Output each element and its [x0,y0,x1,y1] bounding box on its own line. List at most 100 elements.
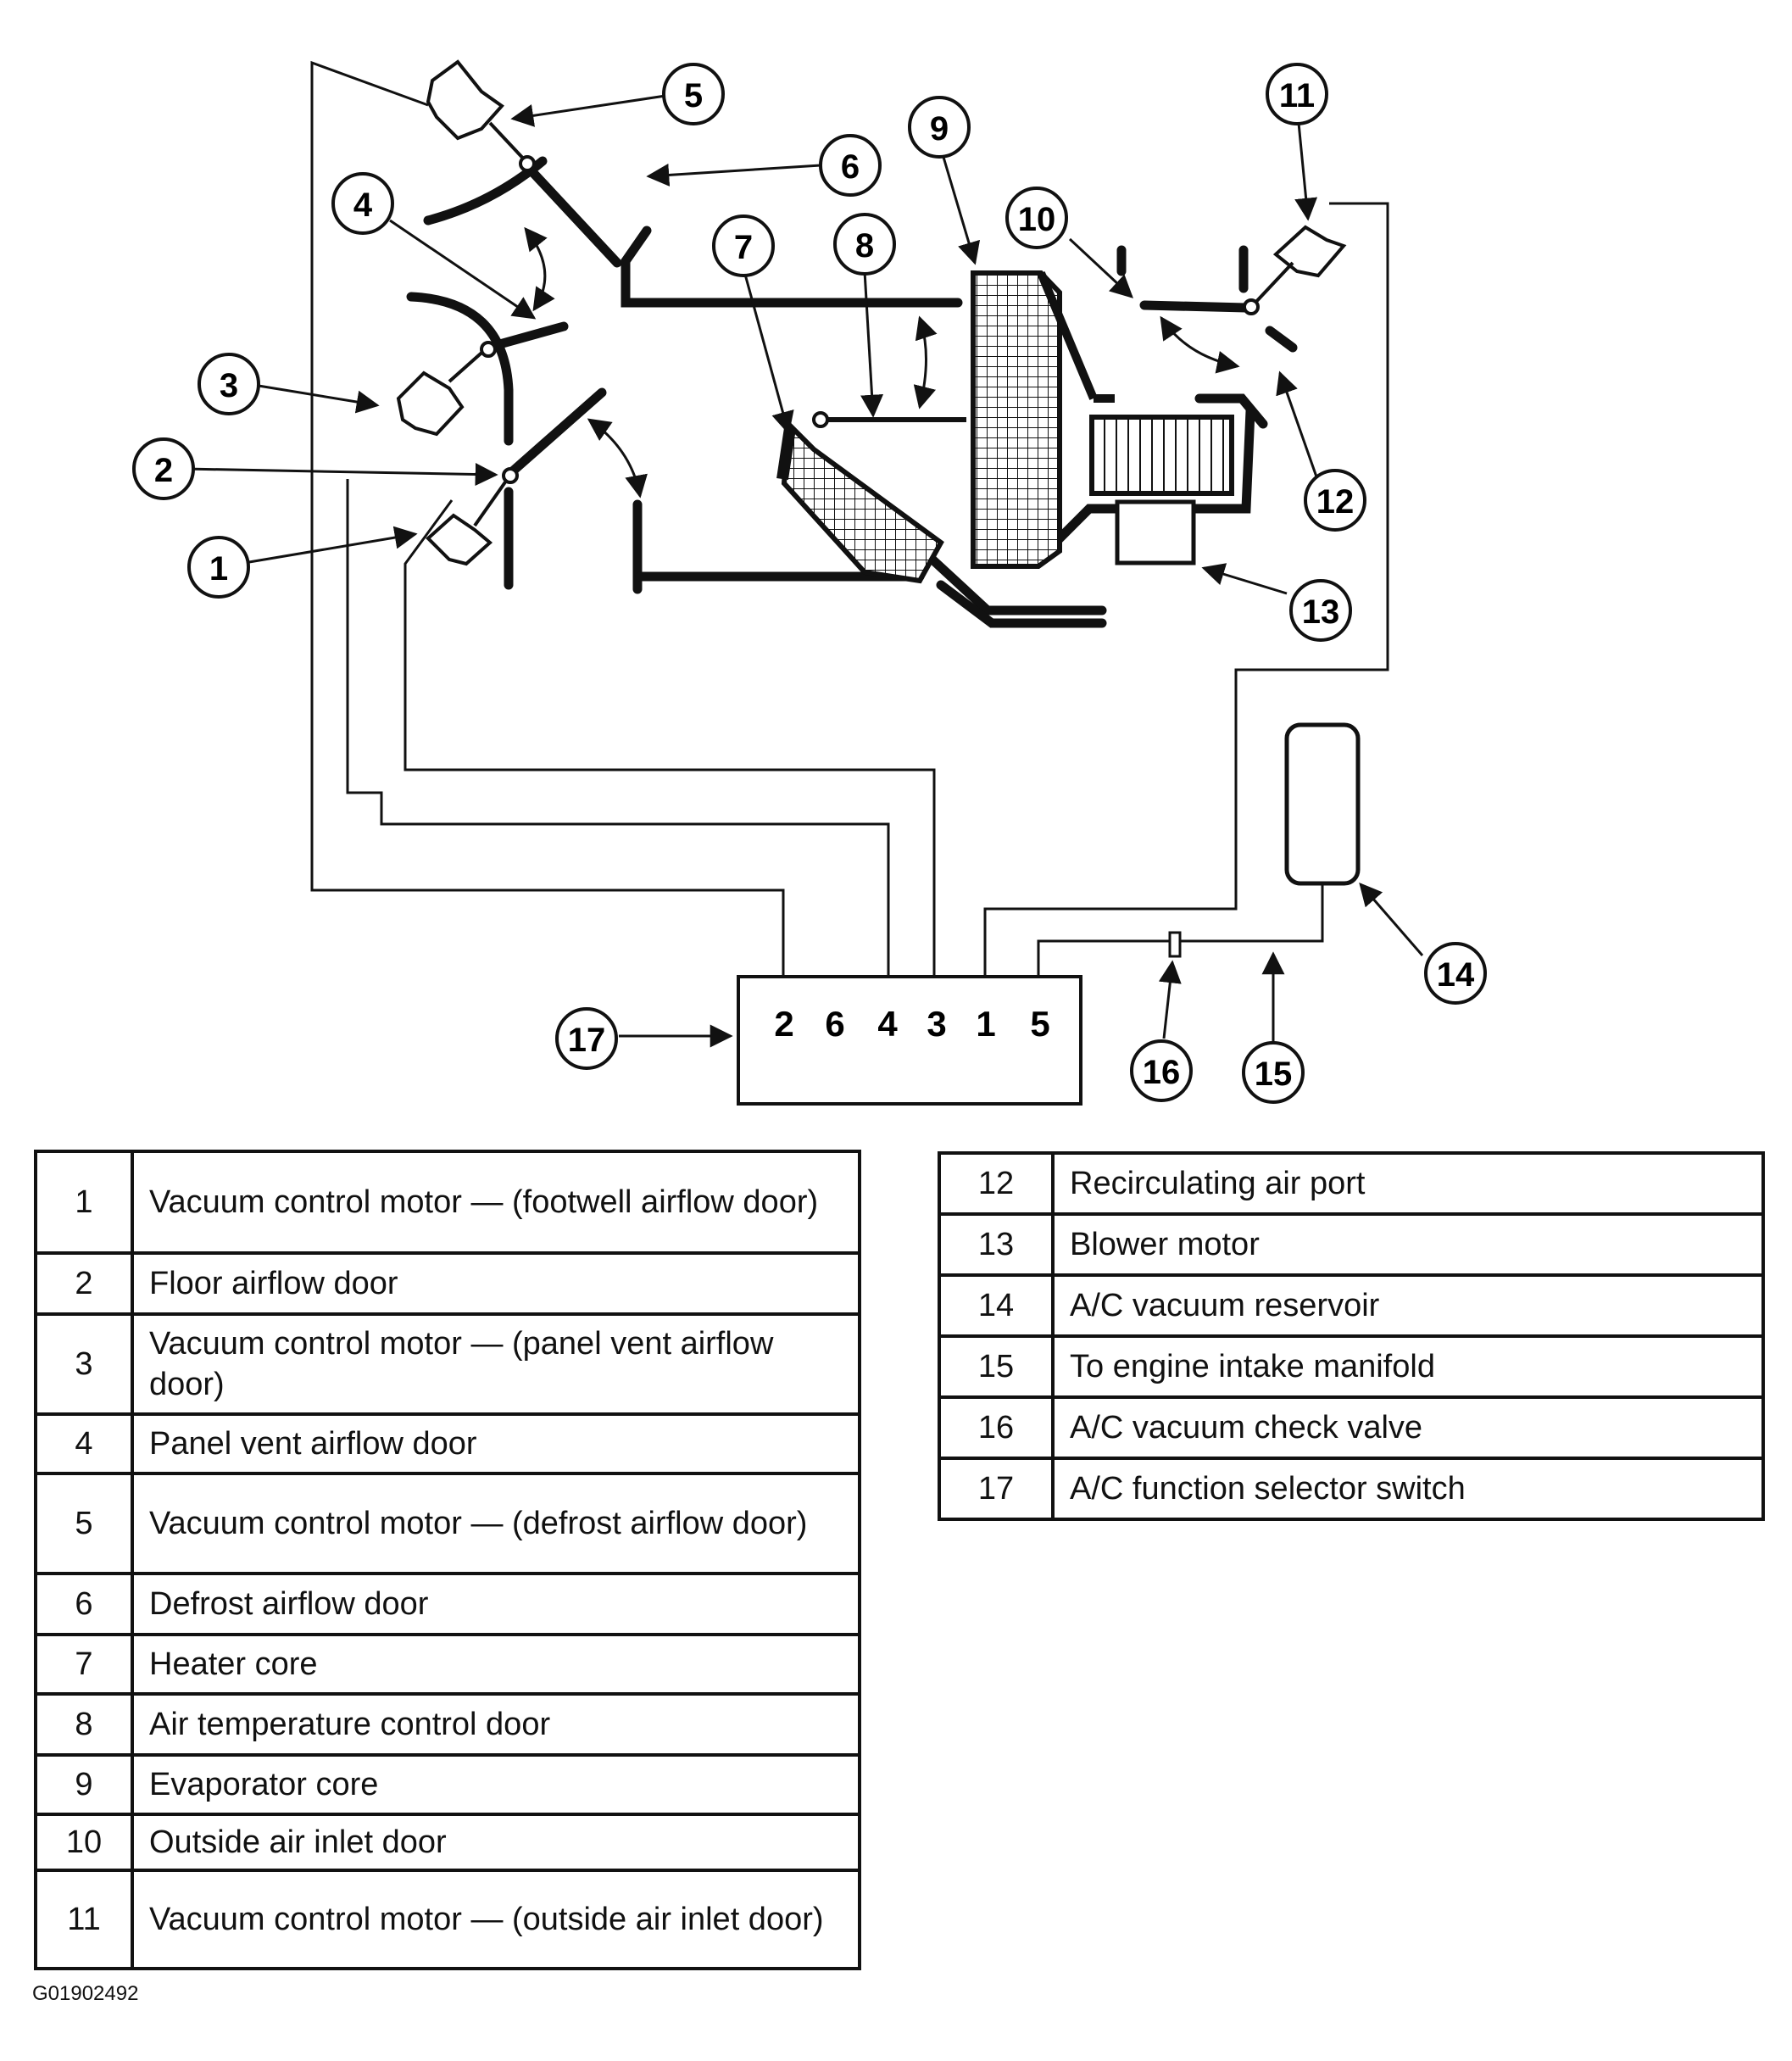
figure-code: G01902492 [32,1982,139,2005]
callout-label: 14 [1437,956,1475,994]
legend-num: 16 [938,1395,1055,1460]
blower-housing-top [1194,393,1268,429]
check-valve [1168,931,1182,958]
callout-1: 1 [187,536,250,599]
switch-port-label: 6 [825,1004,844,1044]
callout-15: 15 [1242,1041,1305,1104]
callout-14: 14 [1424,942,1487,1005]
legend-num: 3 [34,1312,134,1416]
legend-text: Panel vent airflow door [131,1412,861,1475]
legend-text: Outside air inlet door [131,1813,861,1872]
hose-port-6 [346,479,890,975]
legend-text: A/C function selector switch [1051,1457,1765,1521]
callout-label: 7 [734,229,753,266]
hose-port-4 [403,499,936,975]
plenum-upper-wall [621,226,963,308]
callout-label: 4 [353,187,373,224]
switch-port-label: 1 [976,1004,995,1044]
callouts: 1 2 3 4 5 6 7 8 9 10 11 12 13 14 15 16 1… [132,63,1487,1104]
callout-3: 3 [198,353,260,415]
defrost-door [519,158,622,268]
hose-port-1 [983,202,1389,975]
panel-vent-wall [406,292,514,446]
panel-vent-door [482,321,569,353]
callout-4: 4 [331,172,394,235]
callout-label: 12 [1316,483,1355,521]
legend-num: 13 [938,1212,1055,1277]
callout-label: 16 [1143,1054,1181,1091]
legend-num: 17 [938,1457,1055,1521]
callout-label: 10 [1018,201,1056,238]
callout-12: 12 [1304,469,1366,532]
legend-text: Floor airflow door [131,1251,861,1316]
legend-text: Defrost airflow door [131,1572,861,1636]
switch-port-label: 3 [927,1004,946,1044]
switch-port-label: 2 [774,1004,793,1044]
vacuum-motor-panel-vent [396,341,497,437]
legend-num: 7 [34,1633,134,1696]
callout-label: 13 [1302,593,1340,631]
legend-num: 9 [34,1753,134,1816]
legend-text: A/C vacuum reservoir [1051,1273,1765,1338]
legend-text: Recirculating air port [1051,1151,1765,1216]
callout-label: 3 [220,367,238,404]
callout-16: 16 [1130,1039,1193,1102]
callout-2: 2 [132,437,195,500]
callout-9: 9 [908,96,971,159]
callout-label: 15 [1255,1056,1293,1093]
callout-8: 8 [833,213,896,276]
floor-door [504,387,607,480]
callout-label: 6 [841,148,860,186]
vacuum-motor-defrost [426,59,536,172]
callout-11: 11 [1266,63,1328,125]
heater-core [781,418,944,584]
callout-label: 8 [855,227,874,265]
legend-num: 6 [34,1572,134,1636]
hose-port-2 [310,60,785,975]
vacuum-motor-outside-air [1243,225,1347,315]
callout-leaders [184,94,1424,1048]
legend-num: 14 [938,1273,1055,1338]
legend-num: 15 [938,1334,1055,1399]
function-selector-switch [737,975,1082,1106]
legend-text: Vacuum control motor — (footwell airflow… [131,1150,861,1255]
heater-outlet-wall [927,554,1107,616]
vacuum-reservoir [1284,722,1361,886]
legend-text: Blower motor [1051,1212,1765,1277]
legend-num: 12 [938,1151,1055,1216]
legend-text: A/C vacuum check valve [1051,1395,1765,1460]
legend-text: Vacuum control motor — (defrost airflow … [131,1472,861,1575]
travel-arrows [524,226,1240,499]
legend-num: 11 [34,1869,134,1970]
switch-port-label: 5 [1030,1004,1049,1044]
vacuum-motors [396,59,1347,566]
callout-label: 17 [568,1022,606,1059]
callout-5: 5 [662,63,725,125]
callout-10: 10 [1005,187,1068,249]
evaporator-core [971,270,1062,569]
callout-label: 2 [154,452,173,489]
callout-label: 9 [930,110,949,148]
hose-port-5 [1037,878,1324,975]
hvac-vacuum-diagram: 2 6 4 3 1 5 [132,59,1487,1106]
legend-text: To engine intake manifold [1051,1334,1765,1399]
switch-port-labels: 2 6 4 3 1 5 [774,1004,1049,1044]
blower-wheel [1089,415,1234,496]
outside-air-inlet-door [1139,300,1251,313]
callout-6: 6 [819,134,882,197]
